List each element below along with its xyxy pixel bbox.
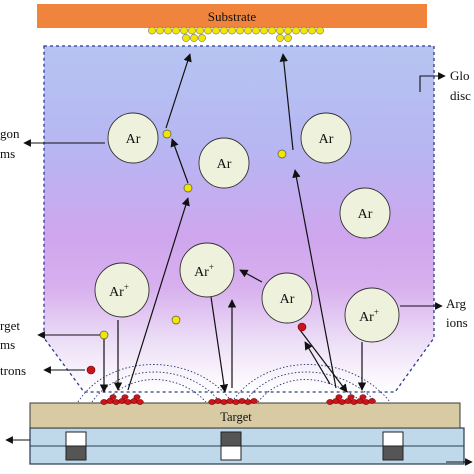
argon-ion: Ar+ [344, 287, 400, 343]
svg-text:Ar+: Ar+ [359, 307, 379, 325]
argon-ion: Ar+ [94, 262, 150, 318]
argon-atom: Ar [107, 112, 159, 164]
svg-text:Ar: Ar [217, 157, 232, 172]
substrate-plate [37, 4, 427, 28]
svg-text:Ar: Ar [358, 207, 373, 222]
glow-discharge-label-2: disc [450, 88, 471, 103]
argon-atom: Ar [198, 137, 250, 189]
argon-atom: Ar [261, 272, 313, 324]
trajectory-arrows [99, 53, 367, 393]
target-plate [29, 402, 461, 429]
svg-text:Ar: Ar [319, 132, 334, 147]
target-atoms-label-1: rget [0, 318, 20, 333]
magnets [65, 431, 404, 461]
annotation-arrows [5, 139, 473, 466]
svg-text:Ar+: Ar+ [109, 282, 129, 300]
argon-atom: Ar [339, 187, 391, 239]
substrate-label: Substrate [208, 9, 257, 24]
argon-ions-label-1: Arg [446, 296, 466, 311]
svg-text:Ar+: Ar+ [194, 262, 214, 280]
electron [86, 322, 307, 375]
target-atom [99, 129, 287, 340]
svg-text:Ar: Ar [126, 132, 141, 147]
target-atoms-label-2: ms [0, 337, 15, 352]
argon-ions-label-2: ions [446, 315, 468, 330]
argon-atom: Ar [300, 112, 352, 164]
glow-discharge-label-1: Glo [450, 68, 470, 83]
argon-atoms-label-2: ms [0, 146, 15, 161]
glow-discharge-pointer [419, 72, 446, 92]
argon-atoms-label-1: gon [0, 126, 20, 141]
target-erosion-clusters [100, 394, 376, 405]
deposited-atoms [148, 26, 324, 42]
argon-ion: Ar+ [179, 242, 235, 298]
electrons-label: trons [0, 363, 26, 378]
target-label: Target [220, 410, 252, 424]
svg-text:Ar: Ar [280, 292, 295, 307]
